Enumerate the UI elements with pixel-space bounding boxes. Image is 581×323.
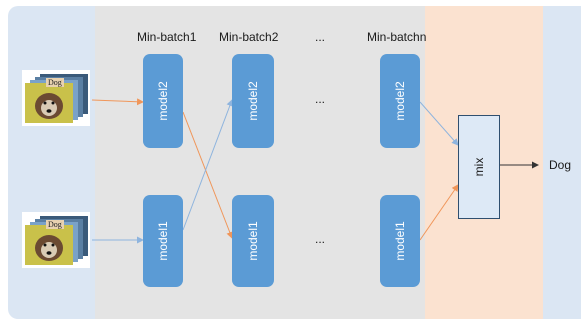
column-label-batchn: Min-batchn <box>367 30 427 44</box>
ellipsis-top: ... <box>315 92 326 106</box>
image-caption: Dog <box>46 220 64 229</box>
input-image-stack-top: Dog <box>22 70 90 126</box>
model-label: model2 <box>246 81 260 121</box>
mix-label: mix <box>472 157 486 177</box>
ellipsis-bottom: ... <box>315 232 326 246</box>
model-box-batch2-model1: model1 <box>232 195 274 287</box>
arrow-model2-to-batch2-model1 <box>182 111 234 239</box>
mix-box: mix <box>458 115 500 219</box>
column-label-batch1: Min-batch1 <box>137 30 197 44</box>
arrow-batchn-model1-to-mix <box>419 184 459 241</box>
arrow-model1-to-batch2-model2 <box>182 99 234 231</box>
model-box-batch2-model2: model2 <box>232 54 274 148</box>
model-box-batch1-model2: model2 <box>143 54 183 148</box>
model-label: model1 <box>156 221 170 261</box>
model-label: model1 <box>393 221 407 261</box>
column-label-ellipsis: ... <box>315 30 326 44</box>
column-label-batch2: Min-batch2 <box>219 30 279 44</box>
model-box-batchn-model2: model2 <box>380 54 420 148</box>
model-label: model2 <box>393 81 407 121</box>
arrow-batchn-model2-to-mix <box>419 101 459 146</box>
model-box-batchn-model1: model1 <box>380 195 420 287</box>
model-label: model1 <box>246 221 260 261</box>
model-label: model2 <box>156 81 170 121</box>
right-panel <box>543 6 581 319</box>
image-caption: Dog <box>46 78 64 87</box>
input-image-stack-bottom: Dog <box>22 212 90 268</box>
model-box-batch1-model1: model1 <box>143 195 183 287</box>
arrow-input1-to-model2 <box>91 98 144 106</box>
output-label: Dog <box>549 158 572 172</box>
